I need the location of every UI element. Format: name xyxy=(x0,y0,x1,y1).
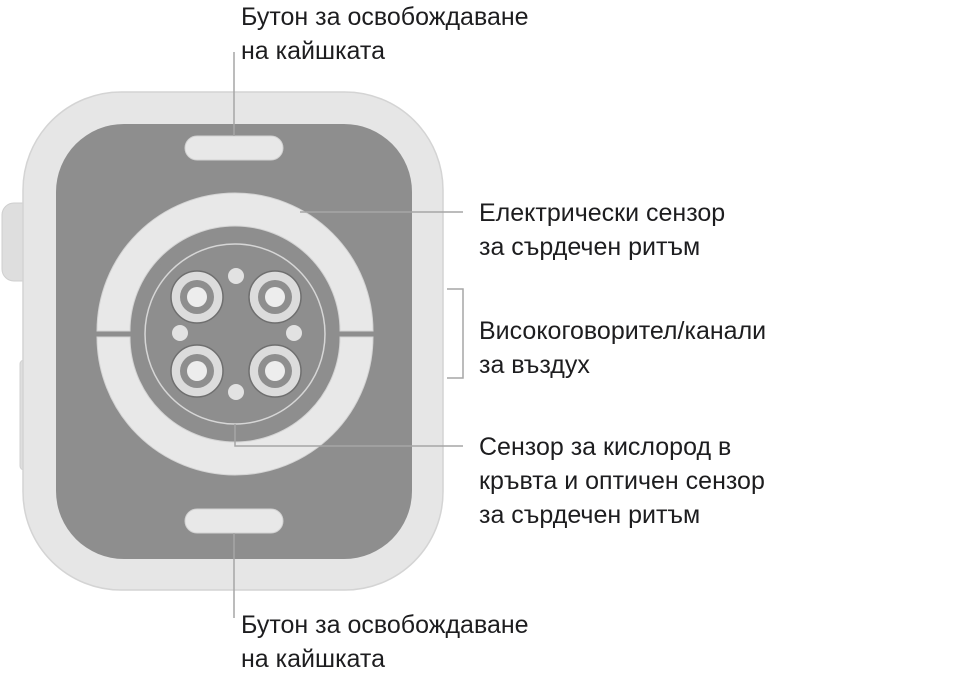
sensor-disc xyxy=(133,232,337,436)
label-line: Сензор за кислород в xyxy=(479,433,732,461)
label-oxygen-optical-sensor: Сензор за кислород в кръвта и оптичен се… xyxy=(479,430,765,532)
leader-speaker-vents-bracket xyxy=(447,288,464,379)
optical-sensor-bottom-left xyxy=(170,344,224,398)
electrical-sensor-top-half xyxy=(96,192,374,332)
led-dot-top xyxy=(228,268,244,284)
leader-oxygen-optical xyxy=(234,424,463,447)
label-band-release-top: Бутон за освобождаване на кайшката xyxy=(241,0,529,68)
optical-sensor-bottom-right xyxy=(248,344,302,398)
label-line: на кайшката xyxy=(241,37,385,65)
led-dot-left xyxy=(172,325,188,341)
label-line: Високоговорител/канали xyxy=(479,317,767,345)
label-line: на кайшката xyxy=(241,645,385,673)
label-electrical-heart-sensor: Електрически сензор за сърдечен ритъм xyxy=(479,196,725,264)
label-band-release-bottom: Бутон за освобождаване на кайшката xyxy=(241,608,529,676)
optical-sensor-top-left xyxy=(170,270,224,324)
label-line: за сърдечен ритъм xyxy=(479,501,701,529)
led-dot-bottom xyxy=(228,384,244,400)
label-line: Бутон за освобождаване xyxy=(241,3,529,31)
electrical-heart-sensor-ring xyxy=(96,192,374,476)
electrical-sensor-bottom-half xyxy=(96,336,374,476)
label-line: кръвта и оптичен сензор xyxy=(479,467,765,495)
label-line: Електрически сензор xyxy=(479,199,726,227)
led-dot-right xyxy=(286,325,302,341)
optical-sensor-top-right xyxy=(248,270,302,324)
label-line: за сърдечен ритъм xyxy=(479,233,701,261)
label-line: Бутон за освобождаване xyxy=(241,611,529,639)
band-release-button-top xyxy=(184,135,284,161)
label-line: за въздух xyxy=(479,351,590,379)
label-speaker-vents: Високоговорител/канали за въздух xyxy=(479,314,766,382)
band-release-button-bottom xyxy=(184,508,284,534)
